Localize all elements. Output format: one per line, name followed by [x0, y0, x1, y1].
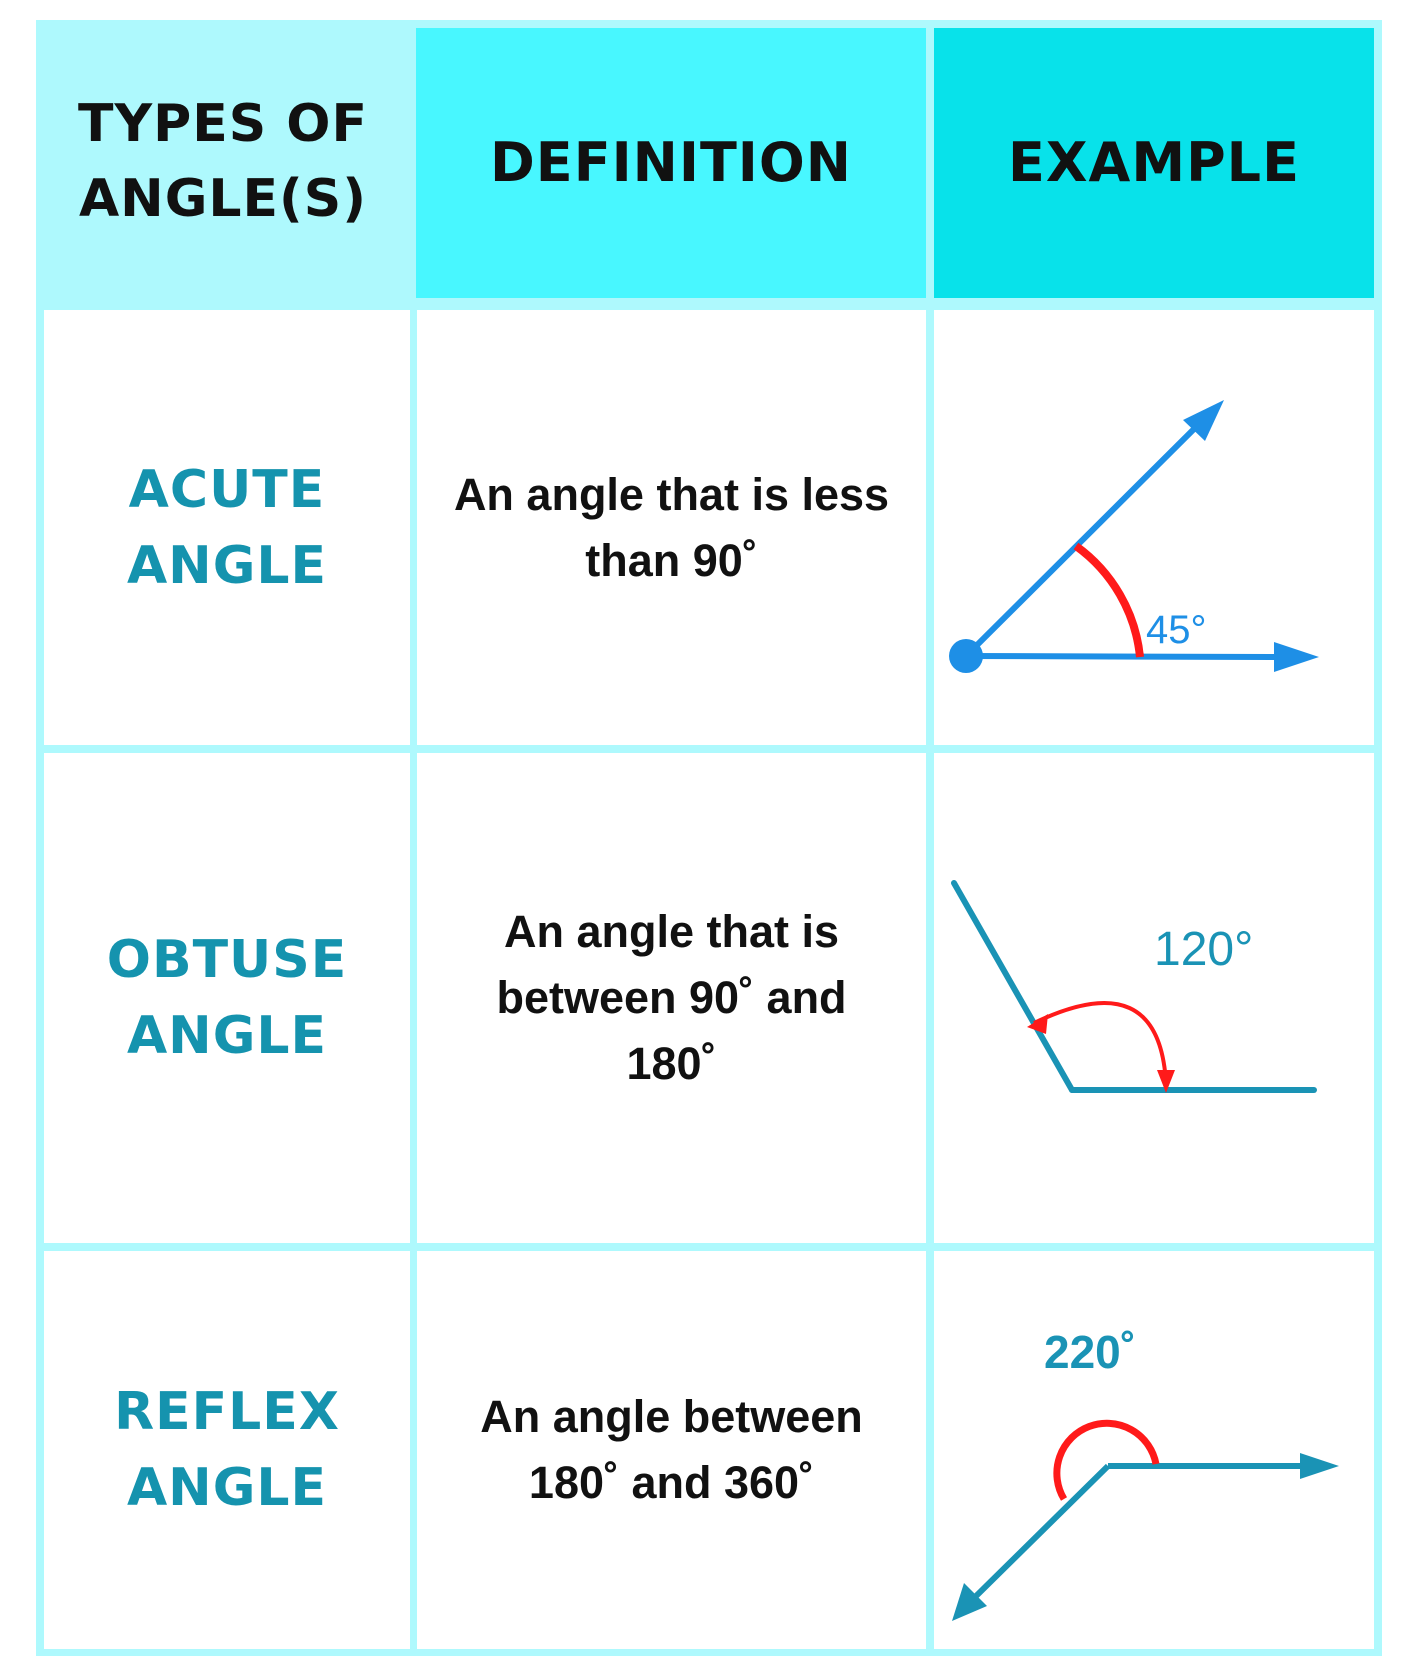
acute-type-cell: ACUTE ANGLE — [44, 310, 410, 745]
obtuse-definition-cell: An angle that is between 90˚ and 180˚ — [417, 753, 926, 1243]
acute-definition: An angle that is less than 90˚ — [434, 462, 909, 594]
reflex-type-cell: REFLEX ANGLE — [44, 1251, 410, 1649]
reflex-type-label: REFLEX ANGLE — [114, 1374, 340, 1526]
obtuse-type-line1: OBTUSE — [106, 930, 348, 990]
reflex-horizontal-arrowhead — [1300, 1453, 1339, 1479]
obtuse-definition: An angle that is between 90˚ and 180˚ — [476, 899, 866, 1097]
header-example-label: EXAMPLE — [1008, 131, 1300, 194]
header-types-line2: ANGLE(S) — [78, 168, 368, 229]
obtuse-arc-arrowhead-left — [1027, 1014, 1048, 1034]
obtuse-example-cell: 120° — [934, 753, 1374, 1243]
reflex-type-line2: ANGLE — [126, 1458, 328, 1518]
header-types-line1: TYPES OF — [77, 93, 369, 154]
reflex-definition-line2: 180˚ and 360˚ — [528, 1457, 815, 1508]
reflex-angle-arc — [1053, 1419, 1160, 1501]
reflex-example-cell: 220˚ — [934, 1251, 1374, 1649]
reflex-diagonal-arrowhead — [952, 1583, 987, 1621]
reflex-type-line1: REFLEX — [114, 1382, 340, 1442]
acute-angle-arc — [1073, 542, 1144, 658]
acute-example-cell: 45° — [934, 310, 1374, 745]
obtuse-definition-line3: 180˚ — [626, 1038, 717, 1089]
obtuse-type-line2: ANGLE — [126, 1006, 328, 1066]
header-example-cell: EXAMPLE — [934, 28, 1374, 298]
reflex-diagonal-ray — [967, 1463, 1111, 1605]
acute-type-line2: ANGLE — [126, 535, 328, 596]
header-types-label: TYPES OF ANGLE(S) — [78, 87, 368, 237]
reflex-definition-line1: An angle between — [480, 1391, 863, 1442]
acute-type-label: ACUTE ANGLE — [127, 452, 327, 604]
acute-base-arrowhead — [1274, 642, 1319, 672]
acute-angle-label: 45° — [1146, 608, 1207, 652]
header-types-cell: TYPES OF ANGLE(S) — [36, 20, 410, 303]
reflex-angle-label: 220˚ — [1044, 1326, 1136, 1378]
obtuse-definition-line2: between 90˚ and — [496, 972, 847, 1023]
obtuse-arc-arrowhead-right — [1157, 1070, 1175, 1093]
reflex-definition: An angle between 180˚ and 360˚ — [460, 1384, 883, 1516]
acute-upper-ray — [963, 424, 1199, 659]
acute-definition-line1: An angle that is less — [453, 468, 890, 520]
obtuse-type-cell: OBTUSE ANGLE — [44, 753, 410, 1243]
acute-definition-line2: than 90˚ — [585, 534, 758, 586]
header-definition-label: DEFINITION — [489, 131, 852, 194]
acute-type-line1: ACUTE — [128, 459, 326, 520]
obtuse-type-label: OBTUSE ANGLE — [107, 922, 348, 1074]
header-definition-cell: DEFINITION — [416, 28, 926, 298]
reflex-definition-cell: An angle between 180˚ and 360˚ — [417, 1251, 926, 1649]
acute-upper-arrowhead — [1183, 400, 1224, 441]
obtuse-upper-ray — [951, 880, 1075, 1093]
obtuse-angle-arc — [1033, 1001, 1168, 1084]
acute-base-ray — [965, 653, 1280, 660]
reflex-angle-diagram: 220˚ — [952, 1326, 1339, 1621]
obtuse-angle-label: 120° — [1154, 923, 1253, 976]
acute-vertex-dot — [949, 639, 983, 673]
acute-angle-diagram: 45° — [949, 400, 1319, 673]
obtuse-definition-line1: An angle that is — [503, 906, 840, 957]
acute-definition-cell: An angle that is less than 90˚ — [417, 310, 926, 745]
angle-types-table: TYPES OF ANGLE(S) DEFINITION EXAMPLE ACU… — [36, 20, 1382, 1656]
obtuse-angle-diagram: 120° — [951, 880, 1317, 1093]
